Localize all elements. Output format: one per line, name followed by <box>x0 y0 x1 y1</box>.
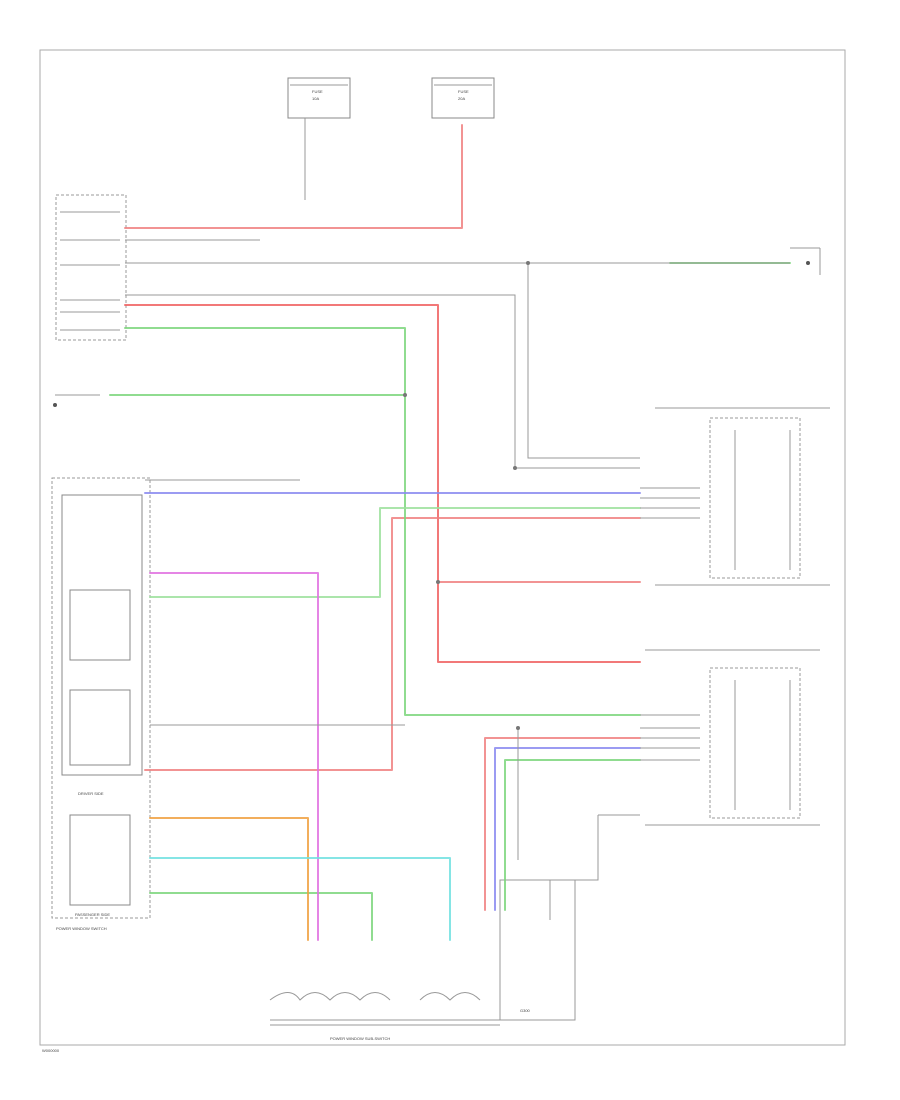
wire-red-main <box>124 304 641 663</box>
fuse-box-right: FUSE 20A <box>431 77 495 119</box>
wire-green-bcm <box>124 327 641 716</box>
wire-green-left <box>149 507 641 598</box>
svg-text:FUSE: FUSE <box>312 89 323 94</box>
passenger-switch-label: PASSENGER SIDE <box>75 912 110 917</box>
passenger-window-motor <box>645 649 820 826</box>
connector-ticks-lower <box>640 714 700 761</box>
wire-red-bottom <box>484 737 641 911</box>
connector-ticks-upper <box>640 487 700 519</box>
master-switch-label: POWER WINDOW SWITCH <box>56 926 107 931</box>
ground-connector-box: G300 <box>499 879 576 1021</box>
wire-cyan <box>149 857 451 941</box>
sub-switch-label: POWER WINDOW SUB-SWITCH <box>330 1036 390 1041</box>
wire-gray-bcm-2 <box>125 294 640 469</box>
wire-blue-bottom <box>494 747 641 911</box>
wire-magenta <box>149 572 319 941</box>
wire-green-sub <box>149 892 373 941</box>
connector-dots <box>403 261 530 730</box>
diagram-frame <box>39 49 846 1046</box>
ground-symbol-left <box>53 394 100 407</box>
fuse-box-left: FUSE 10A <box>287 77 351 200</box>
svg-text:10A: 10A <box>312 96 319 101</box>
diagram-code: W000000 <box>42 1048 60 1053</box>
driver-switch-label: DRIVER SIDE <box>78 791 104 796</box>
wire-gray-mid <box>527 263 640 459</box>
ground-connector-label: G300 <box>520 1008 531 1013</box>
wire-orange <box>149 817 309 941</box>
door-switch-top-right <box>790 247 821 275</box>
wire-green-bottom <box>504 759 641 911</box>
driver-window-motor <box>655 407 830 586</box>
svg-text:20A: 20A <box>458 96 465 101</box>
body-control-module <box>55 194 127 341</box>
wire-red-top <box>124 124 463 229</box>
sub-switch-assembly: POWER WINDOW SUB-SWITCH <box>269 992 500 1041</box>
svg-text:FUSE: FUSE <box>458 89 469 94</box>
wire-gray-ground <box>549 814 640 920</box>
wire-red-left <box>144 517 641 771</box>
power-window-switch-frame: DRIVER SIDE PASSENGER SIDE POWER WINDOW … <box>51 477 151 931</box>
